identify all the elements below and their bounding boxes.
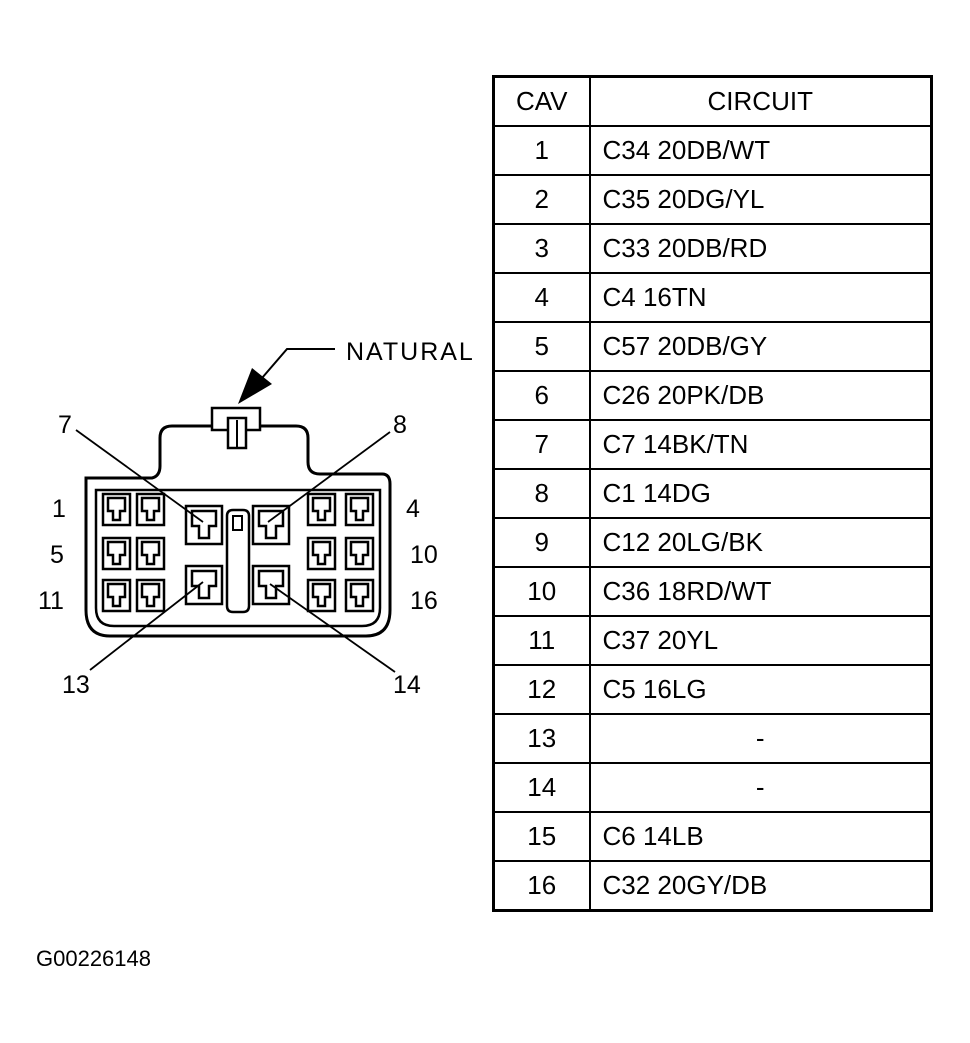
cav-cell: 5: [492, 321, 591, 372]
header-cav: CAV: [492, 75, 591, 127]
circuit-cell: C36 18RD/WT: [588, 566, 933, 617]
circuit-cell: C35 20DG/YL: [588, 174, 933, 225]
pin-label-5: 5: [50, 541, 64, 569]
pin-label-10: 10: [410, 541, 438, 569]
pin-label-7: 7: [58, 411, 72, 439]
cavity-2: [135, 492, 166, 527]
cavity-3: [306, 492, 337, 527]
pin-label-4: 4: [406, 495, 420, 523]
pin-label-14: 14: [393, 671, 421, 699]
cavity-8: [251, 504, 291, 546]
connector-color-label: NATURAL: [346, 338, 475, 366]
circuit-cell: C4 16TN: [588, 272, 933, 323]
cav-cell: 4: [492, 272, 591, 323]
cav-cell: 1: [492, 125, 591, 176]
cav-cell: 15: [492, 811, 591, 862]
leader-lines: [75, 429, 396, 673]
circuit-cell: C5 16LG: [588, 664, 933, 715]
cavity-12: [135, 578, 166, 613]
cav-cell: 7: [492, 419, 591, 470]
pin-label-8: 8: [393, 411, 407, 439]
cav-cell: 14: [492, 762, 591, 813]
cavity-7: [184, 504, 224, 546]
cavity-16: [344, 578, 375, 613]
connector-diagram: NATURAL 7 8 1 4 5 10 11 16 13 14: [38, 338, 475, 699]
natural-callout-arrow: [238, 348, 335, 404]
circuit-cell: C1 14DG: [588, 468, 933, 519]
circuit-cell: C12 20LG/BK: [588, 517, 933, 568]
cav-cell: 16: [492, 860, 591, 912]
pin-label-11: 11: [38, 587, 64, 615]
circuit-cell: C26 20PK/DB: [588, 370, 933, 421]
pin-label-16: 16: [410, 587, 438, 615]
cav-cell: 9: [492, 517, 591, 568]
circuit-cell: C34 20DB/WT: [588, 125, 933, 176]
cav-cell: 13: [492, 713, 591, 764]
circuit-cell: C7 14BK/TN: [588, 419, 933, 470]
figure-id: G00226148: [36, 946, 151, 971]
cav-cell: 12: [492, 664, 591, 715]
header-circuit: CIRCUIT: [588, 75, 933, 127]
circuit-cell: C57 20DB/GY: [588, 321, 933, 372]
latch-tab: [210, 406, 262, 450]
connector-face: [94, 488, 382, 628]
cavity-9: [306, 536, 337, 571]
cav-cell: 10: [492, 566, 591, 617]
key-slot: [225, 508, 251, 614]
cav-cell: 8: [492, 468, 591, 519]
circuit-cell: -: [588, 713, 933, 764]
circuit-cell: C37 20YL: [588, 615, 933, 666]
cavity-1: [101, 492, 132, 527]
circuit-cell: C33 20DB/RD: [588, 223, 933, 274]
cav-cell: 2: [492, 174, 591, 225]
cavity-11: [101, 578, 132, 613]
cavity-4: [344, 492, 375, 527]
cav-cell: 3: [492, 223, 591, 274]
cavity-6: [135, 536, 166, 571]
circuit-cell: C6 14LB: [588, 811, 933, 862]
circuit-cell: C32 20GY/DB: [588, 860, 933, 912]
cavity-5: [101, 536, 132, 571]
pin-label-1: 1: [52, 495, 66, 523]
cav-cell: 6: [492, 370, 591, 421]
circuit-cell: -: [588, 762, 933, 813]
table-row: 13-: [492, 713, 933, 764]
pin-label-13: 13: [62, 671, 90, 699]
cavity-13: [184, 564, 224, 606]
cav-cell: 11: [492, 615, 591, 666]
table-row: 14-: [492, 762, 933, 813]
cavity-15: [306, 578, 337, 613]
cavity-10: [344, 536, 375, 571]
table-header-row: CAV CIRCUIT: [492, 75, 933, 127]
